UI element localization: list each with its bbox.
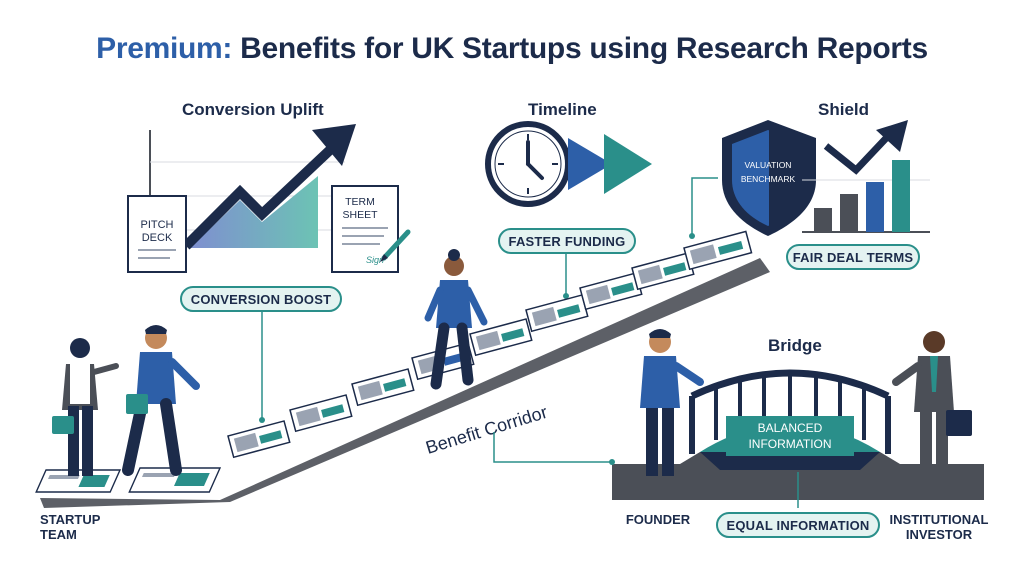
startup-man (122, 325, 200, 476)
startup-team-label: STARTUP TEAM (40, 512, 120, 542)
title-main: Benefits for UK Startups using Research … (240, 32, 928, 65)
startup-label-line1: STARTUP (40, 512, 101, 527)
title-prefix: Premium: (96, 32, 233, 65)
bridge-line2: INFORMATION (748, 437, 831, 451)
investor-label-line1: INSTITUTIONAL (889, 512, 989, 527)
pen-icon (380, 229, 411, 262)
term-sheet-line2: SHEET (342, 209, 378, 221)
pitch-deck-line1: PITCH (141, 219, 174, 231)
arrow-right-icon (568, 134, 652, 194)
conversion-heading: Conversion Uplift (182, 100, 324, 119)
shield-line1: VALUATION (745, 160, 792, 170)
founder-label: FOUNDER (625, 512, 691, 527)
startup-woman (52, 338, 119, 476)
conversion-chart (149, 124, 356, 250)
shield-heading: Shield (818, 100, 870, 119)
investor-figure (892, 331, 972, 476)
page-title: Premium: Benefits for UK Startups using … (0, 32, 1024, 66)
corridor-tiles (35, 230, 753, 493)
benefit-corridor: Benefit Corridor (35, 230, 770, 508)
term-sheet-document: TERM SHEET Sign (331, 185, 411, 273)
investor-label: INSTITUTIONAL INVESTOR (884, 512, 994, 542)
briefcase-icon (946, 410, 972, 436)
shield-bar-chart (802, 120, 930, 233)
bridge-heading: Bridge (768, 336, 822, 355)
term-sheet-line1: TERM (345, 196, 375, 208)
trend-arrow-icon (312, 124, 356, 166)
pitch-deck-line2: DECK (142, 232, 173, 244)
clock-icon (485, 121, 571, 207)
startup-label-line2: TEAM (40, 527, 77, 542)
pitch-deck-document: PITCH DECK (127, 195, 187, 273)
shield-line2: BENCHMARK (741, 174, 796, 184)
founder-figure (640, 329, 704, 476)
walking-person (424, 249, 488, 390)
bridge-line1: BALANCED (758, 421, 823, 435)
shield-icon: VALUATION BENCHMARK (722, 120, 816, 236)
conversion-boost-pill: CONVERSION BOOST (180, 286, 342, 312)
investor-label-line2: INVESTOR (905, 527, 973, 542)
signature: Sign (366, 255, 384, 265)
fair-deal-terms-pill: FAIR DEAL TERMS (786, 244, 920, 270)
briefcase-icon (52, 416, 74, 434)
equal-information-pill: EQUAL INFORMATION (716, 512, 880, 538)
timeline-heading: Timeline (528, 100, 597, 119)
faster-funding-pill: FASTER FUNDING (498, 228, 636, 254)
